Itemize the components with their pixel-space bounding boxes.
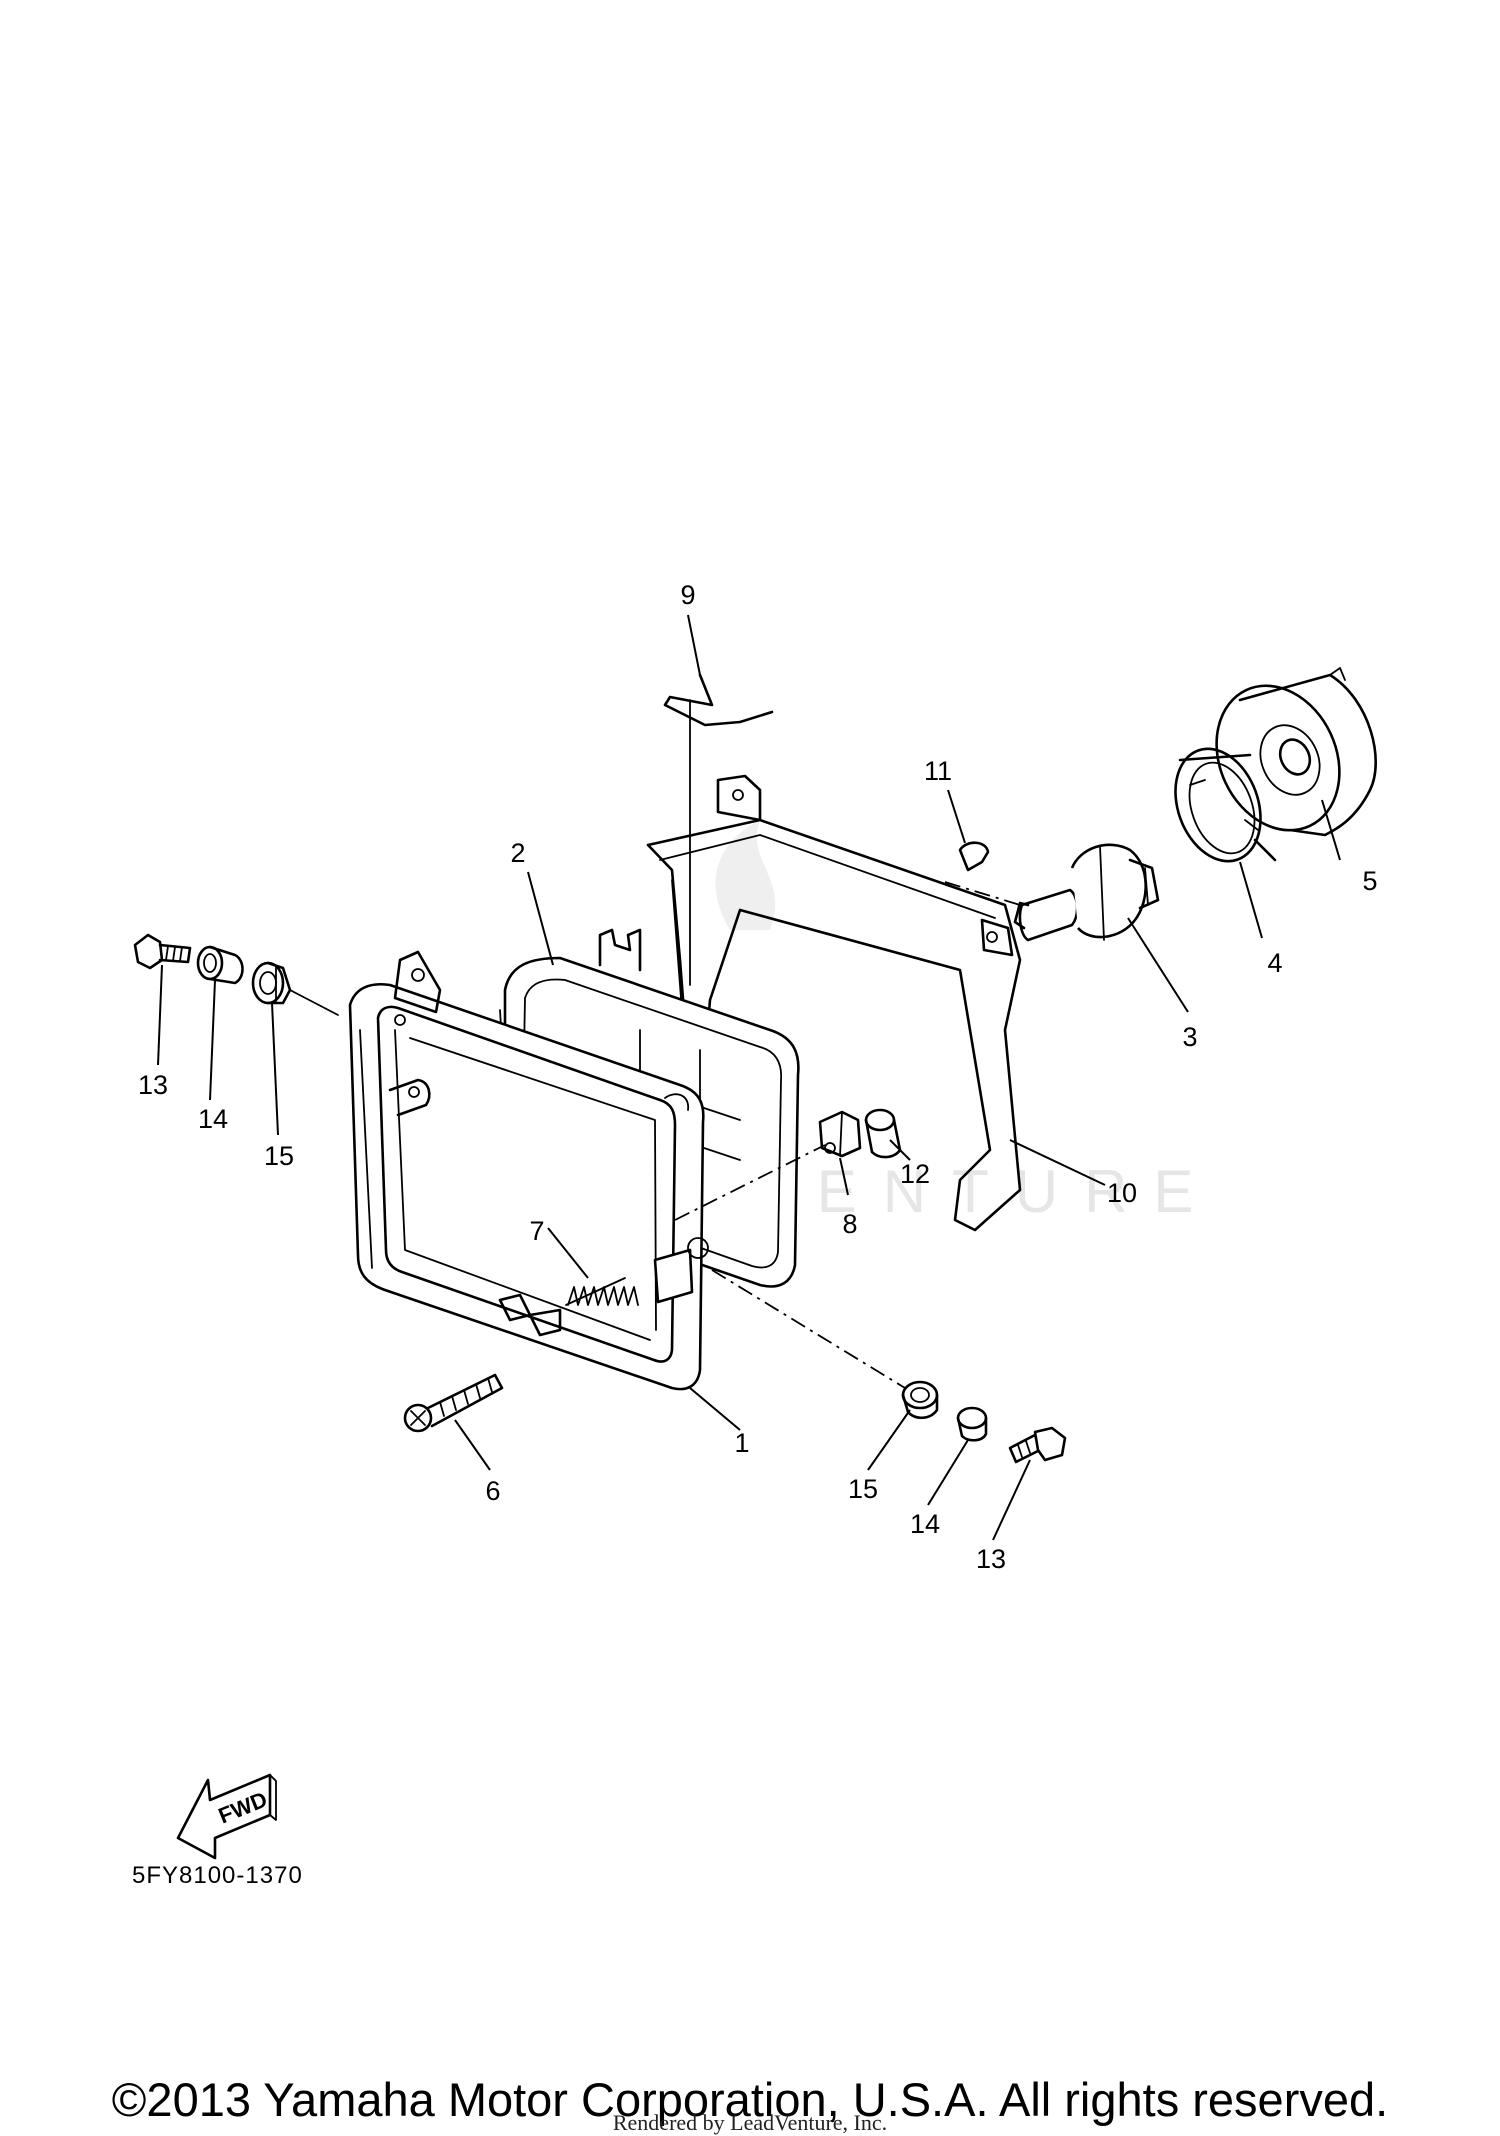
callout-5: 5 (1362, 866, 1377, 896)
callout-8: 8 (842, 1209, 857, 1239)
callout-13-right: 13 (976, 1544, 1006, 1574)
callout-14-right: 14 (910, 1509, 940, 1539)
drawing-code: 5FY8100-1370 (132, 1862, 303, 1889)
part-11-plug (958, 841, 990, 872)
part-15-grommet-right (901, 1380, 939, 1420)
callout-6: 6 (485, 1476, 500, 1506)
part-6-screw (403, 1373, 504, 1433)
part-5-cover (1215, 667, 1378, 837)
callout-7: 7 (529, 1216, 544, 1246)
part-15-grommet-left (251, 961, 292, 1005)
part-13-bolt-left (133, 933, 192, 970)
part-14-collar-left (196, 945, 244, 985)
part-13-bolt-right (1008, 1426, 1067, 1464)
callout-15-left: 15 (264, 1141, 294, 1171)
callout-11: 11 (924, 756, 952, 786)
callout-2: 2 (510, 838, 525, 868)
callout-15-right: 15 (848, 1474, 878, 1504)
part-4-ring (1174, 747, 1277, 863)
callout-9: 9 (680, 580, 695, 610)
part-8-clip (818, 1110, 862, 1158)
part-9-wire-clip (663, 673, 774, 986)
fwd-arrow-icon: FWD (176, 1773, 277, 1860)
callout-3: 3 (1182, 1022, 1197, 1052)
assembly-lines (289, 881, 1021, 1389)
part-3-bulb (1013, 843, 1160, 942)
rendered-by-text: Rendered by LeadVenture, Inc. (612, 2110, 888, 2135)
part-12-collar (864, 1108, 902, 1159)
callout-13-left: 13 (138, 1070, 168, 1100)
part-7-spring (565, 1277, 639, 1306)
copyright-text: ©2013 Yamaha Motor Corporation, U.S.A. A… (111, 2073, 1389, 2126)
callout-1: 1 (734, 1428, 749, 1458)
callout-14-left: 14 (198, 1104, 228, 1134)
leader-lines (157, 614, 1341, 1541)
callout-12: 12 (900, 1159, 930, 1189)
callout-4: 4 (1267, 948, 1282, 978)
part-14-collar-right (956, 1406, 988, 1442)
callouts: 9 2 11 5 4 3 10 12 8 7 1 6 13 14 15 15 1… (138, 580, 1378, 1574)
callout-10: 10 (1107, 1178, 1137, 1208)
